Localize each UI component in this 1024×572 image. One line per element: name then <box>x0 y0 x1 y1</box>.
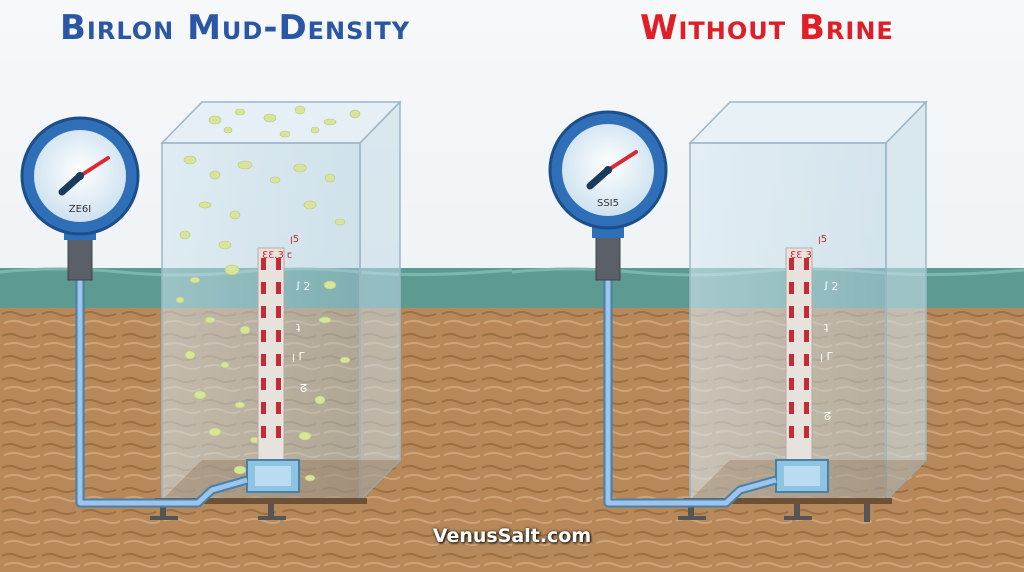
hydrometer-icon: ꞁ5 ƐƐ 3 ꭍ 2 ʇ ꞁ ᒥ ᘔ <box>785 234 838 464</box>
right-title: Without Brine <box>640 8 894 48</box>
mark-4: ᘔ <box>824 410 831 423</box>
pressure-gauge-icon: ZE6I <box>20 116 140 281</box>
watermark: VenusSalt.com <box>432 525 592 547</box>
gauge-needle <box>78 156 110 178</box>
gauge-readout: SSI5 <box>597 198 619 209</box>
hydrometer-label: ꞁ5 <box>290 234 299 245</box>
mud-particles <box>175 105 361 482</box>
left-panel: ꞁ5 ƐƐ.3 ꞇ ꭍ 2 ʇ ꞁ ᒥ ᘔ <box>0 0 512 572</box>
right-panel: ꞁ5 ƐƐ 3 ꭍ 2 ʇ ꞁ ᒥ ᘔ SSI5 <box>512 0 1024 572</box>
mark-1: ꭍ 2 <box>296 280 310 293</box>
pressure-gauge-icon: SSI5 <box>548 110 668 281</box>
hydrometer-label-2: ƐƐ 3 <box>790 250 812 261</box>
hydrometer-label: ꞁ5 <box>818 234 827 245</box>
hydrometer-label-2: ƐƐ.3 ꞇ <box>262 250 292 261</box>
left-scene: ꞁ5 ƐƐ.3 ꞇ ꭍ 2 ʇ ꞁ ᒥ ᘔ <box>0 0 512 572</box>
mark-3: ꞁ ᒥ <box>292 350 306 363</box>
left-title: Birlon Mud-Density <box>60 8 411 48</box>
mark-3: ꞁ ᒥ <box>820 350 834 363</box>
mark-1: ꭍ 2 <box>824 280 838 293</box>
sensor-box-icon <box>775 459 829 493</box>
right-scene: ꞁ5 ƐƐ 3 ꭍ 2 ʇ ꞁ ᒥ ᘔ SSI5 <box>512 0 1024 572</box>
mark-2: ʇ <box>296 320 301 333</box>
gauge-needle <box>606 150 638 172</box>
hydrometer-icon: ꞁ5 ƐƐ.3 ꞇ ꭍ 2 ʇ ꞁ ᒥ ᘔ <box>257 234 310 464</box>
mark-2: ʇ <box>824 320 829 333</box>
mark-4: ᘔ <box>300 382 307 395</box>
sensor-box-icon <box>246 459 300 493</box>
gauge-readout: ZE6I <box>69 204 91 215</box>
